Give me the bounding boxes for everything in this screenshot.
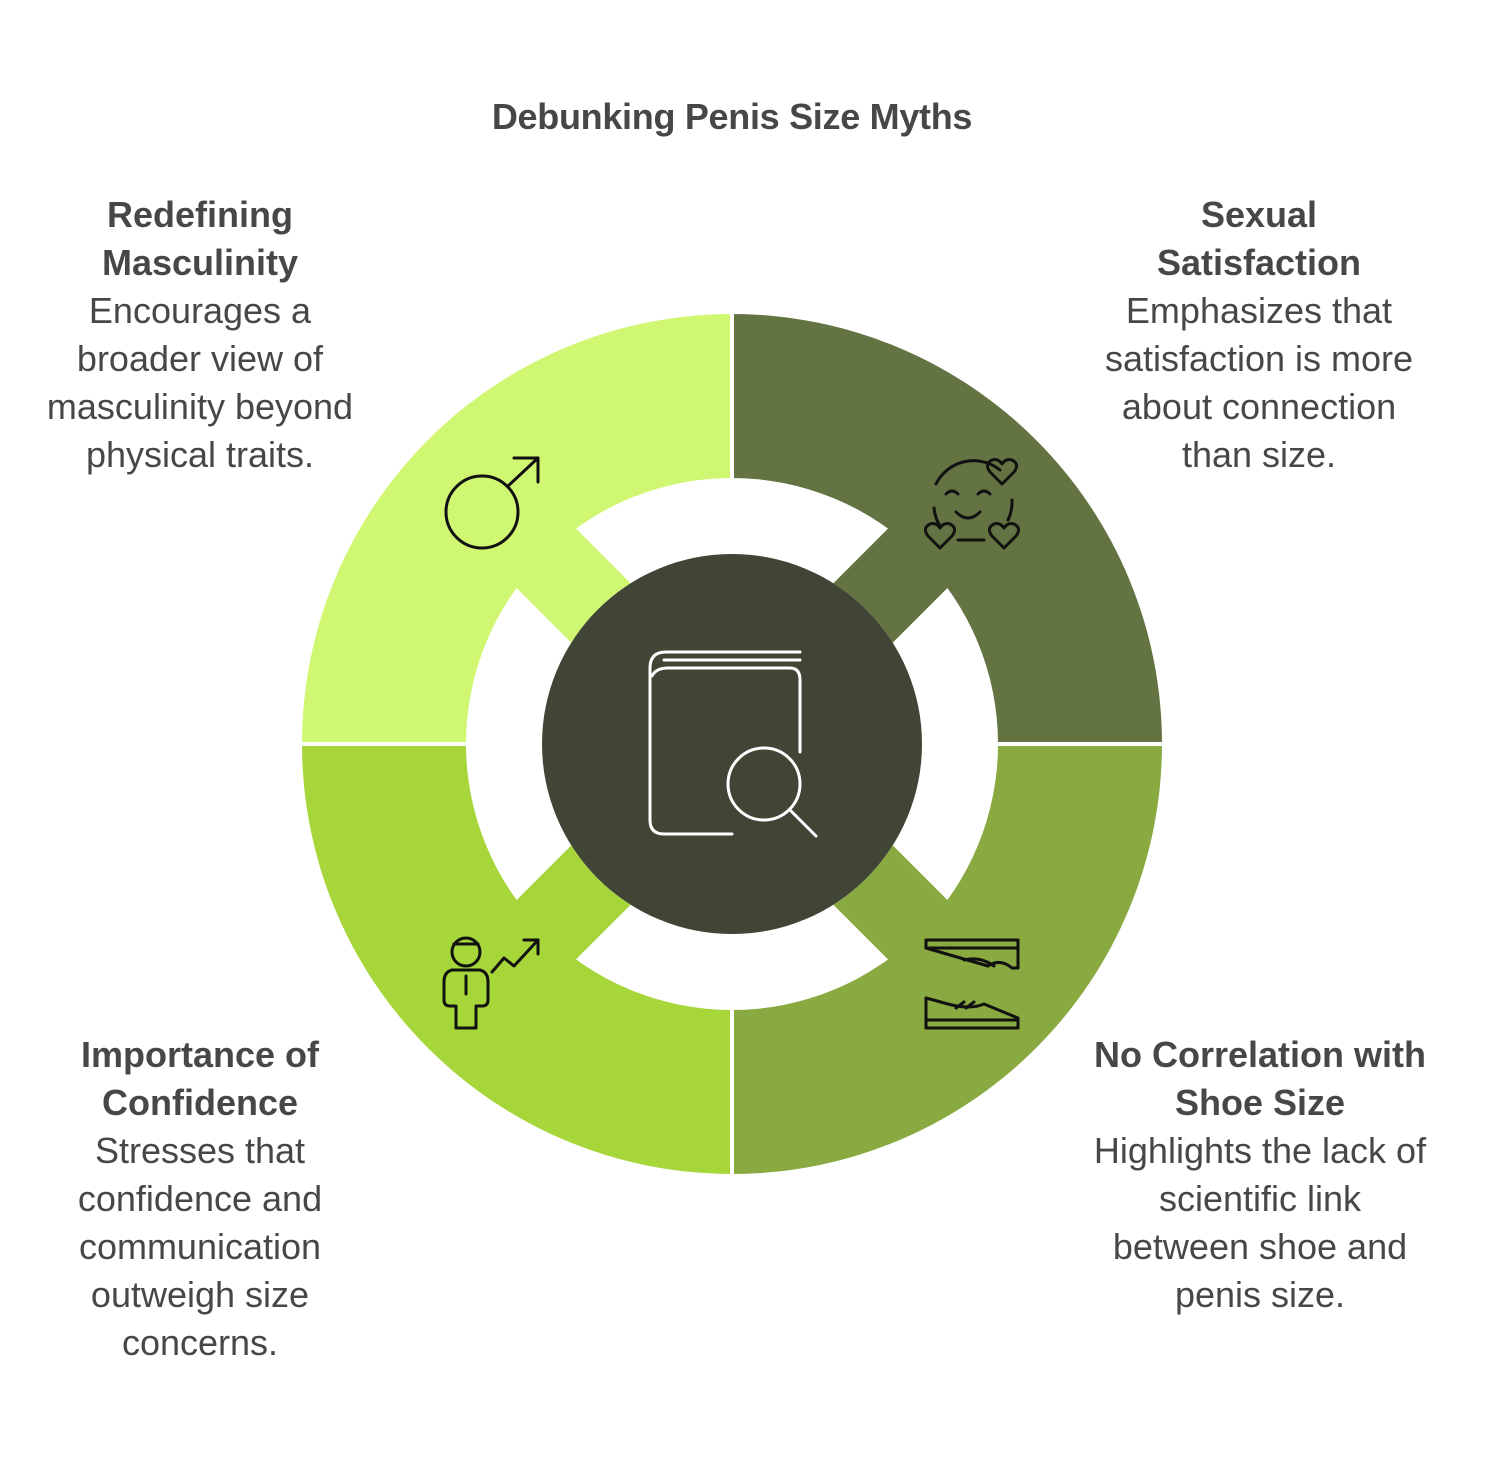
male-symbol-icon: [444, 456, 540, 550]
center-circle: [542, 554, 922, 934]
section-heading: Importance of Confidence: [80, 1034, 320, 1123]
section-description: Encourages a broader view of masculinity…: [46, 290, 354, 475]
smiling-face-hearts-icon: [923, 458, 1021, 550]
section-importance-of-confidence: Importance of Confidence Stresses that c…: [40, 1031, 360, 1367]
section-sexual-satisfaction: Sexual Satisfaction Emphasizes that sati…: [1094, 191, 1424, 479]
shoes-icon: [924, 938, 1020, 1030]
section-description: Stresses that confidence and communicati…: [77, 1130, 323, 1363]
book-search-icon: [648, 650, 818, 838]
section-description: Emphasizes that satisfaction is more abo…: [1104, 290, 1414, 475]
section-no-correlation-shoe-size: No Correlation with Shoe Size Highlights…: [1090, 1031, 1430, 1319]
section-description: Highlights the lack of scientific link b…: [1093, 1130, 1427, 1315]
section-heading: Sexual Satisfaction: [1156, 194, 1362, 283]
section-heading: No Correlation with Shoe Size: [1094, 1034, 1426, 1123]
person-growth-icon: [442, 936, 540, 1030]
section-heading: Redefining Masculinity: [101, 194, 299, 283]
page-title: Debunking Penis Size Myths: [491, 96, 973, 137]
section-redefining-masculinity: Redefining Masculinity Encourages a broa…: [40, 191, 360, 479]
